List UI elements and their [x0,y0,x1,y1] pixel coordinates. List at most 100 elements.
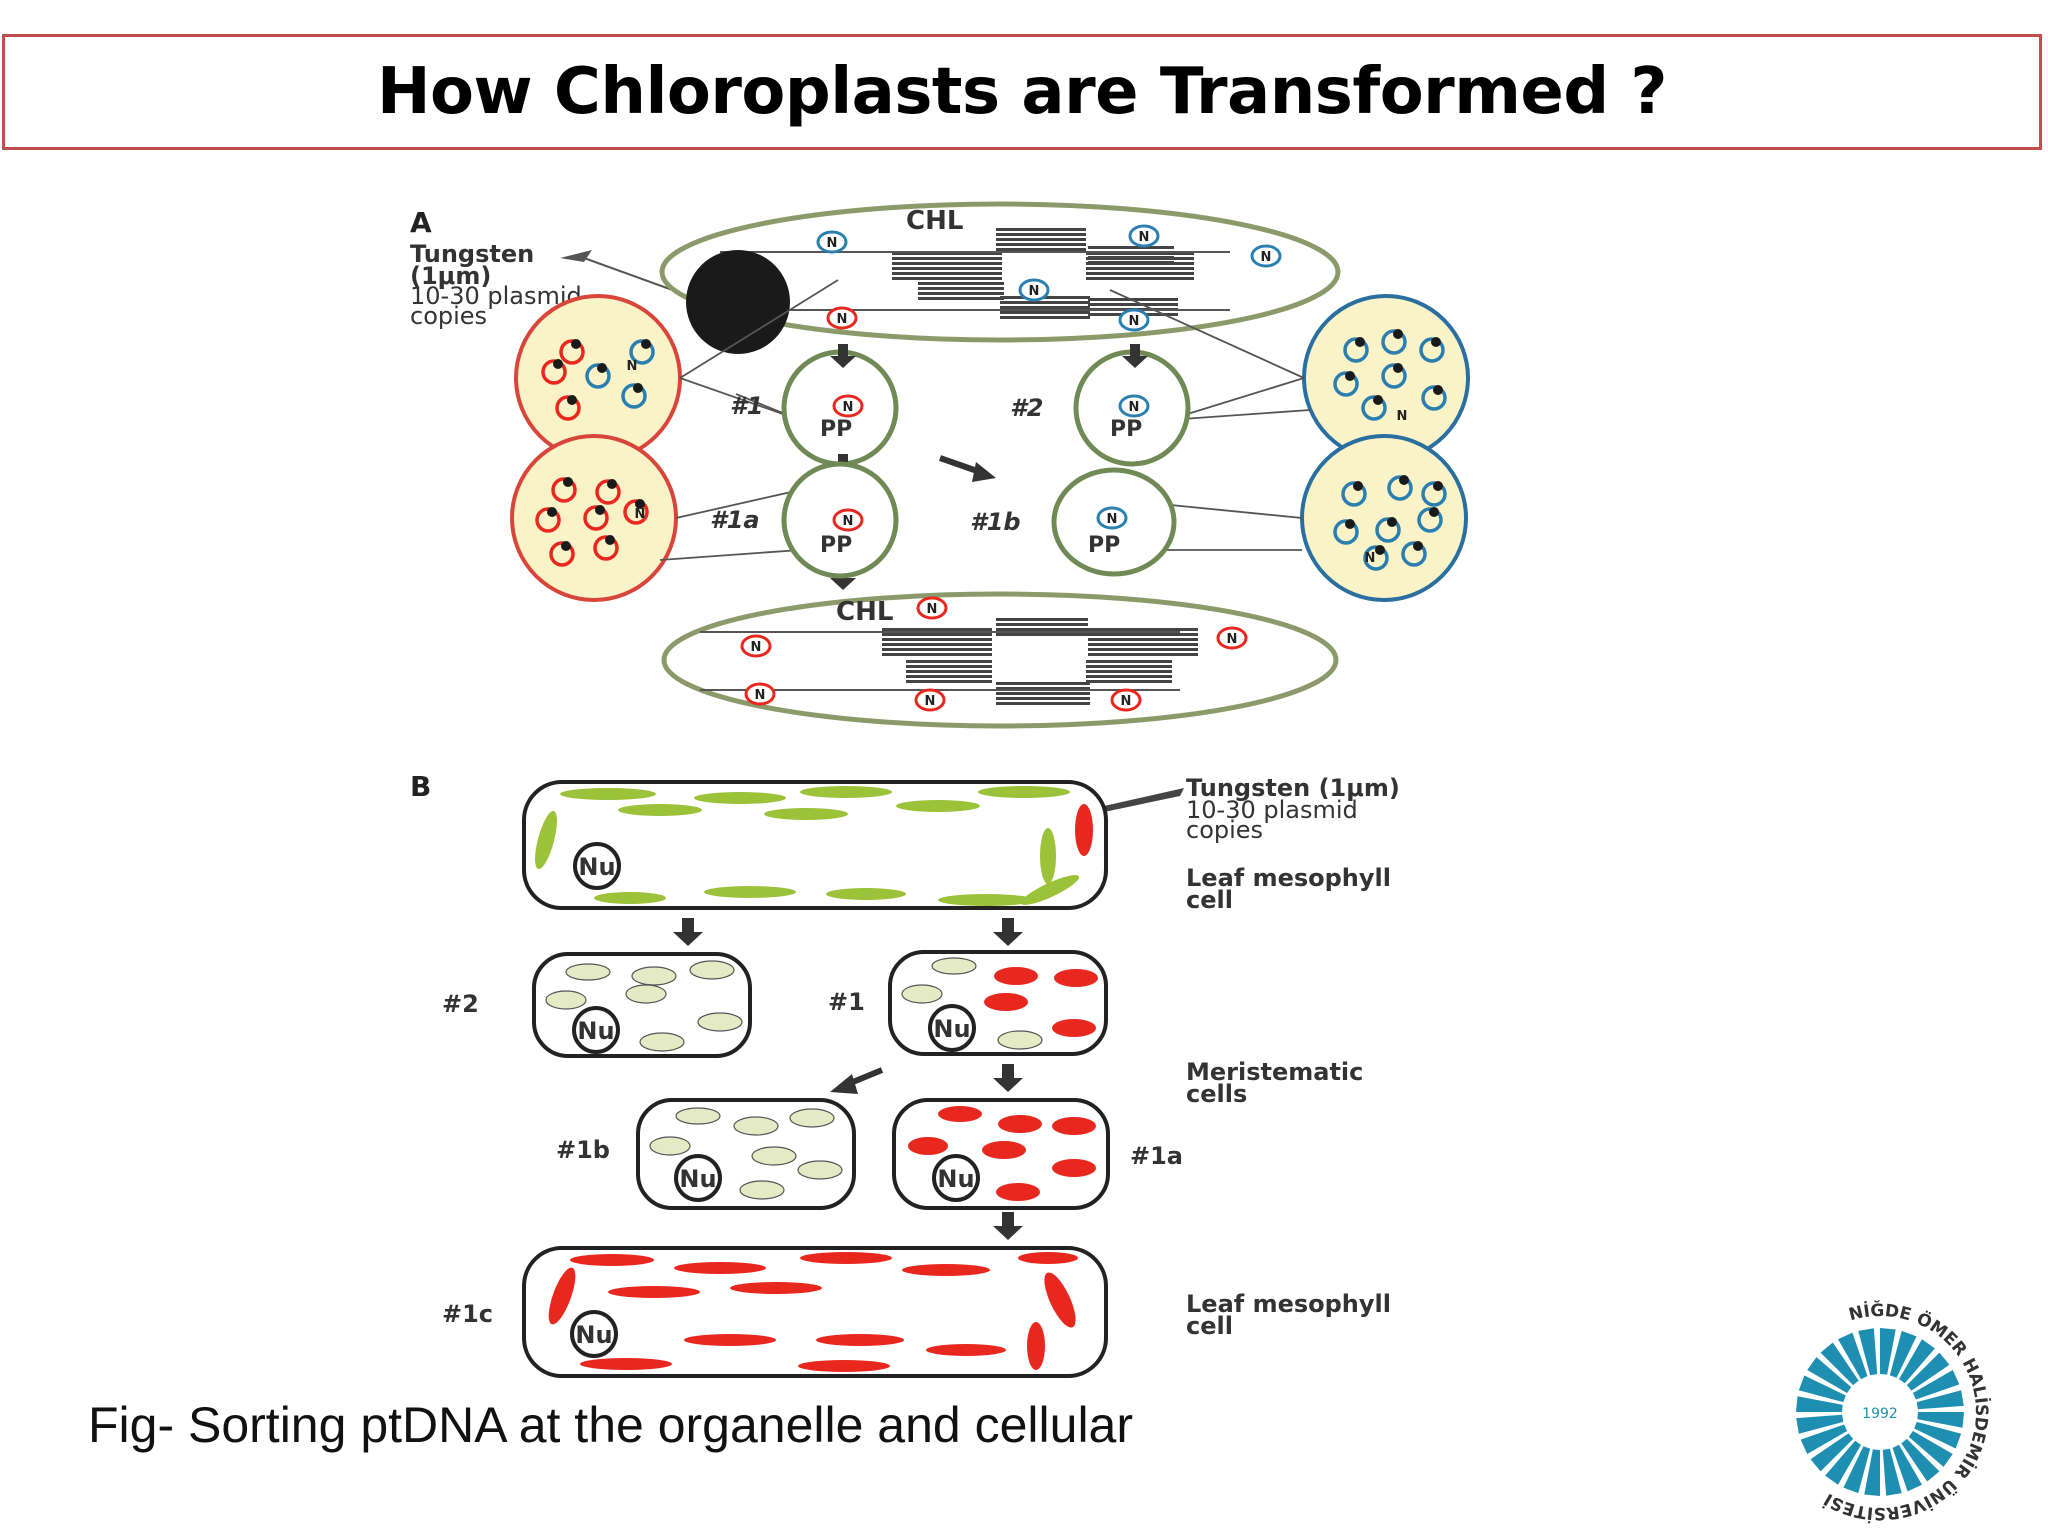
logo-ray [1810,1433,1854,1472]
thylakoid-disc [906,670,992,673]
nucleus [674,1154,722,1202]
thylakoid-disc [996,682,1090,685]
svg-text:N: N [751,640,762,655]
university-logo: 1992 NİĞDE ÖMER HALİSDEMİR ÜNİVERSİTESİ [1774,1299,1993,1525]
thylakoid-disc [996,697,1090,700]
nucleus [573,842,621,890]
thylakoid-disc [882,648,992,651]
logo-ray [1892,1444,1922,1492]
down-arrow-icons-b [673,918,1023,1240]
pp-label: PP [1110,417,1142,442]
plasmid-icon [1333,371,1359,397]
pointer-icon [1104,788,1184,812]
plasmid-icon [1401,541,1427,567]
thylakoid-disc [1000,306,1090,309]
leaf-cell-label-top: Leaf mesophyll cell [1186,864,1399,914]
plasmid-icon [1381,329,1407,355]
thylakoid-disc [882,653,992,656]
cell-id: #1 [828,988,865,1016]
plasmid-icon [583,505,609,531]
thylakoid-disc [1088,633,1198,636]
proplastid-id: #2 [1010,394,1043,422]
thylakoid-disc [1088,246,1174,249]
thylakoid-disc [918,287,1004,290]
nucleoid-icon: N [1018,278,1050,302]
svg-text:N: N [927,602,938,617]
title-box: How Chloroplasts are Transformed ? [2,34,2042,150]
plasmid-copies-wildtype-2: N [1333,475,1447,571]
svg-text:N: N [1107,512,1118,527]
nucleoid-icon: N [1118,308,1150,332]
thylakoid-disc [1088,261,1174,264]
thylakoid-disc [906,680,992,683]
plastids-transformed-1a [908,1106,1096,1201]
meristematic-label: Meristematic cells [1186,1058,1372,1108]
thylakoid-disc [996,618,1088,621]
svg-text:N: N [925,694,936,709]
figure-caption: Fig- Sorting ptDNA at the organelle and … [88,1397,1134,1453]
connector-lines-row1 [679,279,1311,421]
plasmid-icon [551,477,577,503]
logo-ray [1796,1396,1843,1412]
thylakoid-disc [918,282,1004,285]
thylakoid-disc [1000,311,1090,314]
logo-ray [1880,1328,1896,1375]
nucleoid-icon: N [1250,244,1282,268]
chl-label-bottom: CHL [836,597,893,627]
thylakoid-disc [996,687,1090,690]
logo-ray [1899,1339,1935,1384]
logo-sunburst-icon [1796,1328,1964,1496]
thylakoid-disc [1086,277,1194,280]
svg-text:N: N [1139,230,1150,245]
grana-top [892,228,1194,319]
nucleus-label: Nu [937,1165,974,1193]
nucleus-label: Nu [577,1017,614,1045]
thylakoid-disc [996,238,1086,241]
logo-ray [1889,1330,1917,1378]
pp-label: PP [820,417,852,442]
thylakoid-disc [1086,267,1194,270]
cell-id: #2 [442,990,479,1018]
slide-title: How Chloroplasts are Transformed ? [376,55,1668,129]
thylakoid-disc [996,628,1088,631]
nucleoid-icon: N [816,230,848,254]
plasmid-icon [1333,519,1359,545]
nucleoid-icon: N [1118,394,1150,418]
logo-ray [1825,1440,1861,1485]
proplastid-id: #1b [970,508,1021,536]
transformed-plastid [1075,804,1093,856]
thylakoid-disc [1088,303,1178,306]
nucleoid-icon: N [1128,224,1160,248]
thylakoid-disc [996,633,1088,636]
logo-ray [1843,1446,1871,1494]
logo-year: 1992 [1862,1406,1898,1422]
thylakoid-disc [906,675,992,678]
thylakoid-disc [882,643,992,646]
plasmid-icon [555,395,581,421]
svg-text:N: N [1261,250,1272,265]
plastids-mixed [901,957,1098,1050]
nucleoid-icon: N [1096,506,1128,530]
nucleoid-icon: N [916,596,948,620]
plasmid-icon [629,339,655,365]
panel-b-label: B [410,770,431,803]
thylakoid-disc [1088,648,1198,651]
plasmid-copies-transformed: N [535,477,649,567]
thylakoid-disc [1088,643,1198,646]
nucleoid-icon: N [744,682,776,706]
nucleus [932,1154,980,1202]
plasmid-icon [1341,481,1367,507]
diagonal-arrow-icon-b [830,1067,884,1094]
nucleoid-icon: N [914,688,946,712]
nucleus [572,1006,620,1054]
nucleus [570,1310,618,1358]
nucleoid-label: N [1365,551,1376,566]
nucleoid-icon: N [740,634,772,658]
thylakoid-disc [1088,256,1174,259]
thylakoid-disc [918,297,1004,300]
plasmid-icon [1387,475,1413,501]
nucleus-label: Nu [679,1165,716,1193]
